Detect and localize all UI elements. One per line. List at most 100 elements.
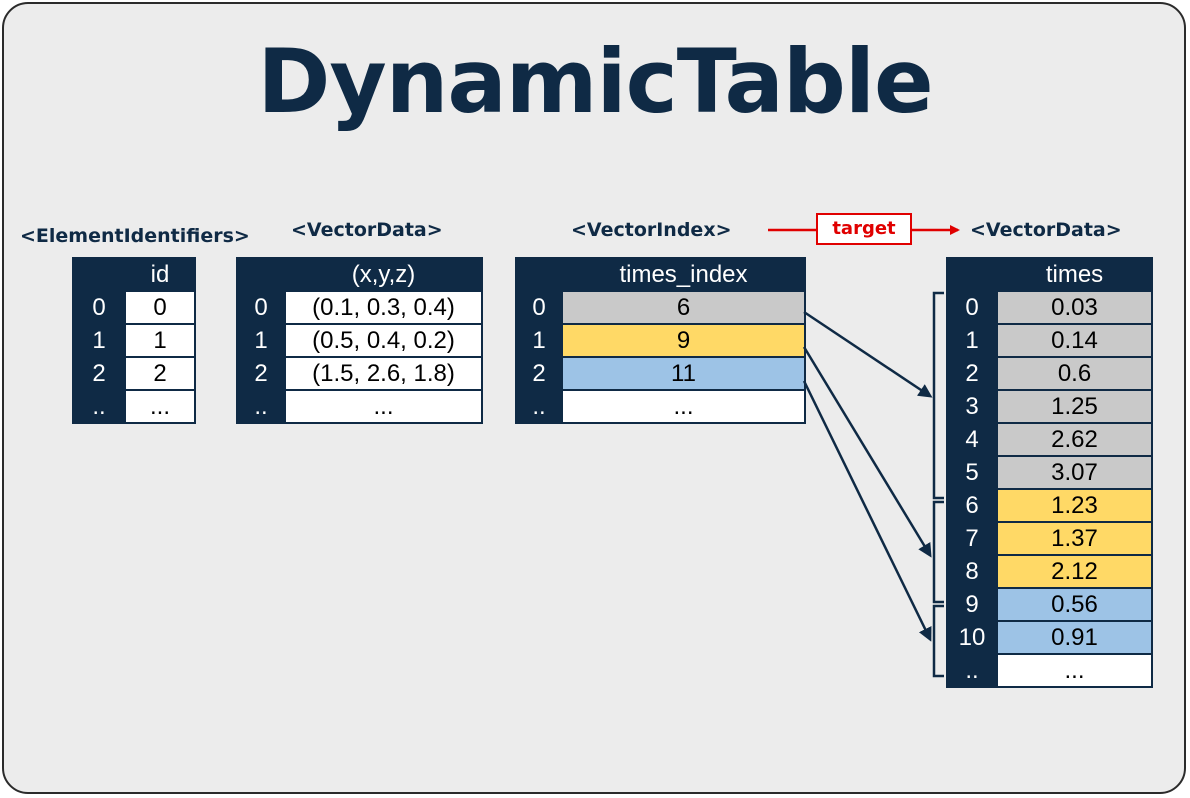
table-header-row: times [946,257,1153,292]
cell-value: 2 [124,356,196,391]
cell-value: 0.6 [996,356,1153,391]
table-row: 1 1 [72,323,196,358]
cell-value: 0.03 [996,290,1153,325]
target-label-box: target [816,213,912,245]
index-header-cell [236,257,286,292]
index-arrow-row-0 [803,310,933,398]
cell-value: ... [561,389,806,424]
row-index: 5 [946,455,998,490]
row-index: 2 [236,356,286,391]
row-index: 1 [515,323,563,358]
table-header-row: times_index [515,257,806,292]
row-index: .. [946,653,998,688]
column-header: (x,y,z) [284,257,483,292]
table-row: ..... [946,653,1153,688]
element-identifiers-label: <ElementIdentifiers> [20,225,250,247]
range-bracket-yellow [932,500,944,604]
table-row: .. ... [236,389,483,424]
index-header-cell [72,257,126,292]
table-row: 1 9 [515,323,806,358]
row-index: 6 [946,488,998,523]
index-header-cell [946,257,998,292]
cell-value: ... [284,389,483,424]
cell-value: 1.37 [996,521,1153,556]
cell-value: (1.5, 2.6, 1.8) [284,356,483,391]
table-row: .. ... [72,389,196,424]
cell-value: 6 [561,290,806,325]
cell-value: 1 [124,323,196,358]
cell-value: 0 [124,290,196,325]
column-header: times [996,257,1153,292]
cell-value: (0.1, 0.3, 0.4) [284,290,483,325]
column-header: times_index [561,257,806,292]
table-row: 1 (0.5, 0.4, 0.2) [236,323,483,358]
row-index: 2 [946,356,998,391]
index-header-cell [515,257,563,292]
row-index: 0 [72,290,126,325]
table-row: 0 6 [515,290,806,325]
table-row: 0 (0.1, 0.3, 0.4) [236,290,483,325]
cell-value: 0.14 [996,323,1153,358]
cell-value: 1.25 [996,389,1153,424]
vector-data-xyz-table: (x,y,z) 0 (0.1, 0.3, 0.4) 1 (0.5, 0.4, 0… [236,257,483,424]
range-bracket-blue [932,604,944,678]
cell-value: ... [996,653,1153,688]
row-index: 2 [72,356,126,391]
row-index: 10 [946,620,998,655]
table-row: 0 0 [72,290,196,325]
index-arrow-row-1 [802,346,932,558]
table-row: 2 2 [72,356,196,391]
row-index: .. [72,389,126,424]
cell-value: 0.91 [996,620,1153,655]
range-bracket-gray [932,291,944,500]
table-header-row: id [72,257,196,292]
element-identifiers-table: id 0 0 1 1 2 2 .. ... [72,257,196,424]
cell-value: 9 [561,323,806,358]
cell-value: 11 [561,356,806,391]
row-index: 0 [236,290,286,325]
column-header: id [124,257,196,292]
index-arrow-row-2 [802,380,932,642]
row-index: 2 [515,356,563,391]
table-row: 2 (1.5, 2.6, 1.8) [236,356,483,391]
row-index: .. [515,389,563,424]
row-index: 1 [72,323,126,358]
table-row: 2 11 [515,356,806,391]
row-index: 9 [946,587,998,622]
row-index: .. [236,389,286,424]
row-index: 0 [946,290,998,325]
cell-value: (0.5, 0.4, 0.2) [284,323,483,358]
table-header-row: (x,y,z) [236,257,483,292]
row-index: 8 [946,554,998,589]
vector-index-label: <VectorIndex> [571,219,732,241]
diagram-title: DynamicTable [257,30,933,133]
cell-value: 1.23 [996,488,1153,523]
vector-data-xyz-label: <VectorData> [291,219,443,241]
vector-index-table: times_index 0 6 1 9 2 11 .. ... [515,257,806,424]
row-index: 3 [946,389,998,424]
cell-value: ... [124,389,196,424]
table-row: .. ... [515,389,806,424]
vector-data-times-label: <VectorData> [970,219,1122,241]
row-index: 4 [946,422,998,457]
row-index: 7 [946,521,998,556]
cell-value: 3.07 [996,455,1153,490]
row-index: 1 [946,323,998,358]
cell-value: 2.12 [996,554,1153,589]
row-index: 1 [236,323,286,358]
row-index: 0 [515,290,563,325]
cell-value: 0.56 [996,587,1153,622]
